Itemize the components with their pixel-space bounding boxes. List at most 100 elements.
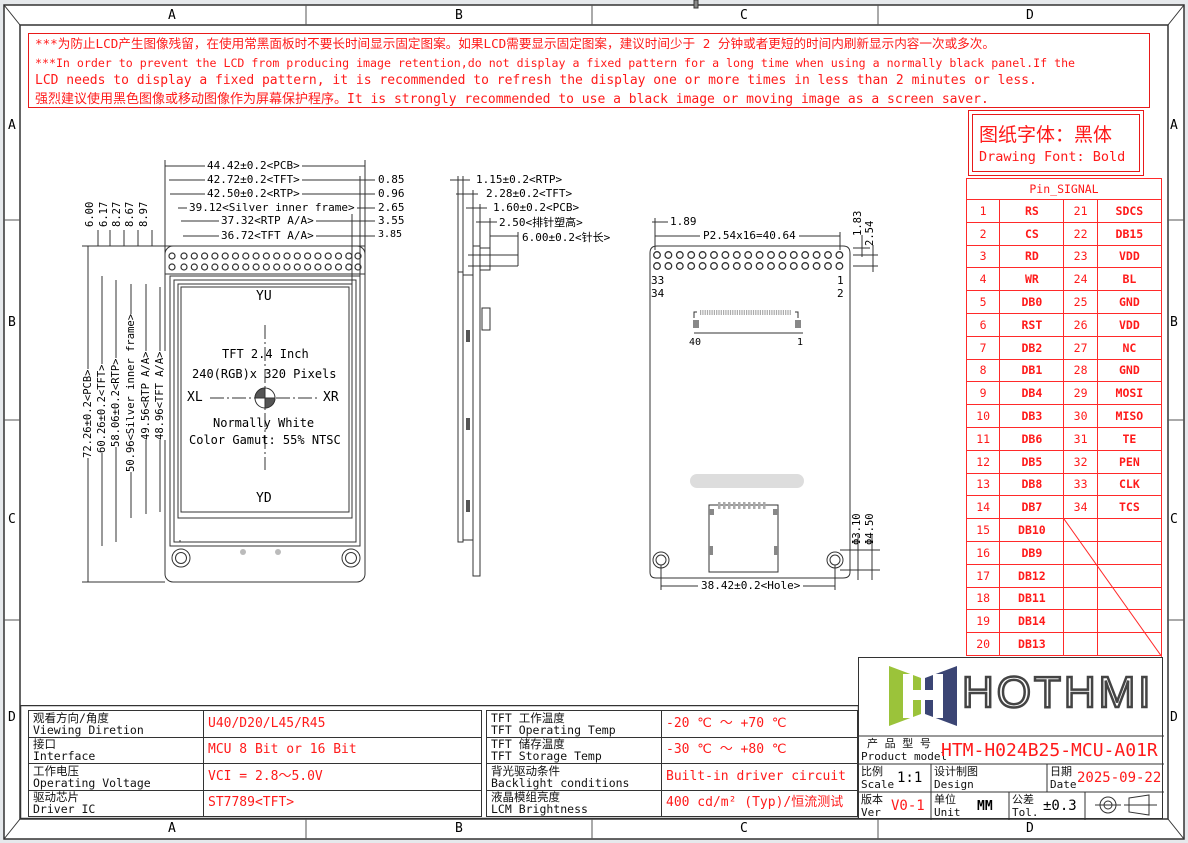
tol-zh: 公差 <box>1012 793 1034 806</box>
dim-hole-spacing: 38.42±0.2<Hole> <box>698 579 804 592</box>
pin-signal: NC <box>1096 335 1163 360</box>
dim-tft-aa-width: 36.72<TFT A/A> <box>219 229 316 242</box>
grid-row-c-right: C <box>1170 512 1178 527</box>
spec-label-zh: TFT 储存温度 <box>491 737 565 752</box>
grid-col-d-bottom: D <box>1026 821 1034 836</box>
pin-number: 8 <box>965 358 1001 383</box>
pin-number <box>1063 632 1098 656</box>
pin-signal: RS <box>999 199 1065 223</box>
pin-number: 29 <box>1063 381 1098 406</box>
grid-col-c: C <box>740 8 748 23</box>
dim-pcb-thickness: 1.60±0.2<PCB> <box>493 201 580 214</box>
dim-row-1.83: 1.83 <box>852 210 864 236</box>
product-model-en: Product model <box>861 750 948 763</box>
grid-row-d: D <box>8 710 16 725</box>
pin-signal <box>1096 632 1163 656</box>
spec-label-zh: 观看方向/角度 <box>33 710 109 725</box>
pin-number: 12 <box>965 449 1001 474</box>
design-zh: 设计制图 <box>934 765 978 778</box>
spec-label-en: LCM Brightness <box>491 802 588 817</box>
dim-pin-offset: 1.89 <box>670 215 697 228</box>
pin-signal: DB13 <box>999 632 1065 656</box>
pin-signal: DB8 <box>999 472 1065 497</box>
spec-label-zh: 背光驱动条件 <box>491 763 560 778</box>
pin-signal: BL <box>1096 267 1163 292</box>
pin-number: 9 <box>965 381 1001 406</box>
pin-number: 21 <box>1063 199 1098 223</box>
pin-number: 30 <box>1063 404 1098 428</box>
label-xr: XR <box>323 390 339 405</box>
dim-pin-length: 6.00±0.2<针长> <box>522 231 611 244</box>
pin-signal: VDD <box>1096 244 1163 269</box>
pin-number: 16 <box>965 540 1001 565</box>
spec-label-zh: 液晶模组亮度 <box>491 790 560 805</box>
dim-right-3.55: 3.55 <box>378 214 405 227</box>
pin-signal: TCS <box>1096 495 1163 520</box>
back-view-drawing <box>649 0 880 590</box>
unit-value: MM <box>977 799 993 814</box>
pin-signal: RD <box>999 244 1065 269</box>
spec-value: VCI = 2.8～5.0V <box>203 763 482 791</box>
dim-rtp-thickness: 1.15±0.2<RTP> <box>476 173 563 186</box>
pin-signal: GND <box>1096 358 1163 383</box>
pin-signal: DB9 <box>999 540 1065 565</box>
pin-signal: RST <box>999 312 1065 337</box>
pin-signal: CS <box>999 221 1065 246</box>
pin-signal: DB0 <box>999 290 1065 314</box>
pin-label-33: 33 <box>651 274 665 287</box>
pin-signal: CLK <box>1096 472 1163 497</box>
spec-label-zh: 工作电压 <box>33 763 79 778</box>
side-view-drawing <box>450 176 519 577</box>
scale-en: Scale <box>861 778 895 791</box>
pin-number: 17 <box>965 563 1001 588</box>
pin-signal: DB1 <box>999 358 1065 383</box>
pin-signal <box>1096 518 1163 542</box>
date-en: Date <box>1050 778 1077 791</box>
unit-en: Unit <box>934 806 961 819</box>
dim-pin-pitch: P2.54x16=40.64 <box>700 229 799 242</box>
pin-number <box>1063 586 1098 611</box>
pin-number: 18 <box>965 586 1001 611</box>
grid-row-b-right: B <box>1170 315 1178 330</box>
ver-value: V0-1 <box>891 798 925 814</box>
spec-label-zh: TFT 工作温度 <box>491 710 565 725</box>
pin-number: 22 <box>1063 221 1098 246</box>
pin-signal: DB4 <box>999 381 1065 406</box>
scale-zh: 比例 <box>861 765 883 778</box>
spec-size: TFT 2.4 Inch <box>222 347 309 361</box>
dim-right-0.96: 0.96 <box>378 187 405 200</box>
tol-value: ±0.3 <box>1043 798 1077 814</box>
pin-number: 26 <box>1063 312 1098 337</box>
pin-number: 4 <box>965 267 1001 292</box>
warning-line-4: 强烈建议使用黑色图像或移动图像作为屏幕保护程序。It is strongly r… <box>35 91 989 107</box>
label-yu: YU <box>256 289 272 304</box>
design-en: Design <box>934 778 974 791</box>
grid-row-a: A <box>8 118 16 133</box>
pin-signal: PEN <box>1096 449 1163 474</box>
pin-label-34: 34 <box>651 287 665 300</box>
dim-hole-3.10: Φ3.10 <box>851 513 863 545</box>
product-model-zh: 产 品 型 号 <box>867 737 931 750</box>
date-value: 2025-09-22 <box>1077 770 1162 786</box>
pin-signal <box>1096 540 1163 565</box>
pin-signal: DB3 <box>999 404 1065 428</box>
pin-signal: WR <box>999 267 1065 292</box>
ver-zh: 版本 <box>861 793 883 806</box>
brand-name: HOTHMI <box>961 667 1154 719</box>
